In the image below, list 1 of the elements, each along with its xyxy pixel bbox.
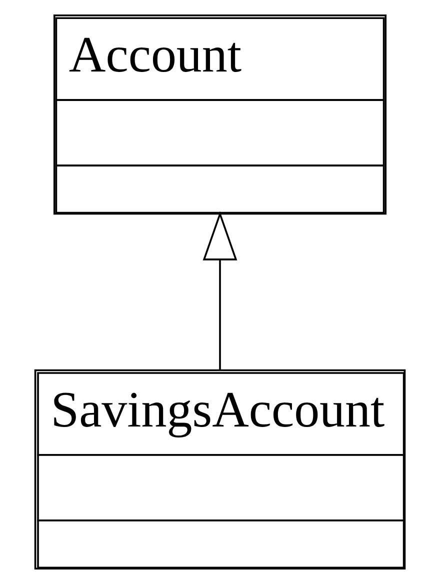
arrow (202, 211, 237, 370)
